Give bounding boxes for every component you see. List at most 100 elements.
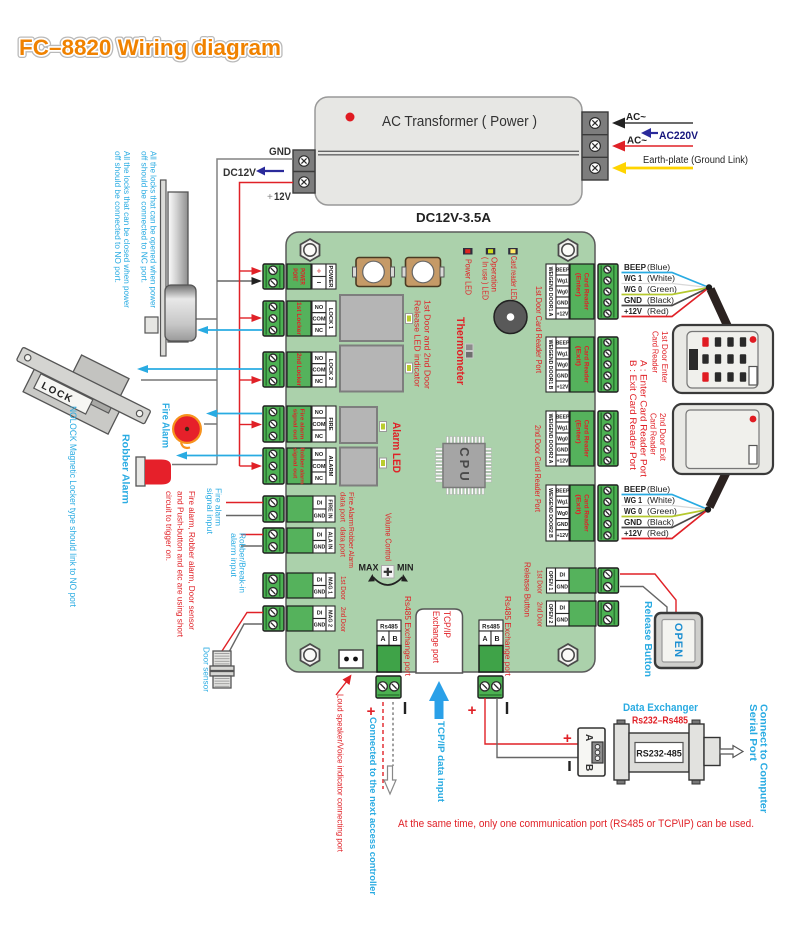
svg-text:POWERPORT: POWERPORT bbox=[291, 268, 305, 285]
svg-text:+: + bbox=[367, 703, 376, 720]
svg-text:B: B bbox=[392, 636, 397, 643]
svg-text:(Green): (Green) bbox=[647, 506, 677, 516]
svg-text:NC: NC bbox=[315, 328, 323, 334]
svg-text:DI: DI bbox=[317, 501, 323, 507]
svg-text:Release Button: Release Button bbox=[642, 601, 653, 677]
svg-text:WEIGEND DOOR1 A: WEIGEND DOOR1 A bbox=[547, 267, 553, 317]
svg-text:Door sensor: Door sensor bbox=[202, 647, 212, 692]
svg-text:Wg1: Wg1 bbox=[557, 278, 568, 284]
svg-text:1st Door: 1st Door bbox=[339, 576, 348, 600]
svg-text:FIRE IN: FIRE IN bbox=[327, 499, 333, 518]
svg-text:Fire Alarmdata port: Fire Alarmdata port bbox=[339, 492, 356, 526]
svg-text:1st Door EnterCard Reader: 1st Door EnterCard Reader bbox=[651, 331, 671, 383]
svg-text:NO: NO bbox=[315, 410, 324, 416]
svg-text:Fire alarm, Robber alarm, Door: Fire alarm, Robber alarm, Door sensorand… bbox=[164, 491, 197, 638]
svg-text:WG 0: WG 0 bbox=[624, 506, 642, 516]
svg-text:WEIGEND DOOR1 B: WEIGEND DOOR1 B bbox=[547, 340, 553, 390]
svg-text:TCP/IP data input: TCP/IP data input bbox=[435, 721, 446, 803]
svg-text:CPU: CPU bbox=[457, 447, 472, 483]
svg-text:TCP/IPExchange port: TCP/IPExchange port bbox=[431, 611, 452, 664]
svg-text:WG 1: WG 1 bbox=[624, 495, 642, 505]
svg-text:WEIGEND DOOR2 A: WEIGEND DOOR2 A bbox=[547, 414, 553, 464]
svg-text:GND: GND bbox=[556, 618, 568, 624]
svg-text:Power LED: Power LED bbox=[464, 259, 473, 295]
svg-text:(Black): (Black) bbox=[647, 295, 674, 305]
svg-text:DC12V: DC12V bbox=[223, 167, 257, 179]
svg-text:NC: NC bbox=[315, 379, 323, 385]
svg-text:COM: COM bbox=[312, 464, 325, 470]
svg-text:(Blue): (Blue) bbox=[647, 262, 670, 272]
svg-text:+: + bbox=[468, 702, 477, 719]
svg-text:LOCK 2: LOCK 2 bbox=[327, 359, 333, 380]
svg-text:+12V: +12V bbox=[624, 528, 642, 538]
svg-text:RS232-485: RS232-485 bbox=[636, 749, 682, 759]
svg-text:DI: DI bbox=[317, 610, 323, 616]
svg-text:GND: GND bbox=[557, 373, 569, 379]
svg-text:NO: NO bbox=[315, 452, 324, 458]
svg-text:Robber alarmsignal out: Robber alarmsignal out bbox=[291, 448, 304, 485]
svg-text:–: – bbox=[317, 278, 322, 287]
svg-text:GND: GND bbox=[624, 295, 642, 305]
svg-text:Robber Alarm: Robber Alarm bbox=[120, 434, 132, 504]
svg-text:WG 0: WG 0 bbox=[624, 284, 642, 294]
svg-text:MAG 1: MAG 1 bbox=[327, 577, 333, 594]
svg-text:FC–8820 Wiring diagram: FC–8820 Wiring diagram bbox=[19, 35, 281, 60]
svg-text:COM: COM bbox=[312, 422, 325, 428]
svg-text:OPEN 2: OPEN 2 bbox=[547, 604, 553, 624]
svg-text:B: B bbox=[494, 636, 499, 643]
svg-text:NC: NC bbox=[315, 476, 323, 482]
svg-text:NO: NO bbox=[315, 305, 324, 311]
svg-text:(White): (White) bbox=[647, 273, 675, 283]
svg-text:GND: GND bbox=[557, 522, 569, 528]
svg-text:Wg1: Wg1 bbox=[557, 351, 568, 357]
svg-text:+: + bbox=[563, 730, 572, 747]
svg-text:+12V: +12V bbox=[557, 533, 569, 539]
svg-text:ALA IN: ALA IN bbox=[327, 532, 333, 550]
svg-text:Card Reader(Exit): Card Reader(Exit) bbox=[574, 346, 589, 384]
svg-text:2nd Door ExitCard Reader: 2nd Door ExitCard Reader bbox=[649, 413, 669, 462]
svg-text:AC Transformer ( Power ): AC Transformer ( Power ) bbox=[382, 113, 537, 130]
svg-text:1st Locker: 1st Locker bbox=[295, 302, 301, 336]
svg-text:Loud speaker/Voice indicator c: Loud speaker/Voice indicator connecting … bbox=[336, 694, 346, 853]
svg-text:POWER: POWER bbox=[327, 266, 333, 289]
svg-text:2nd Door: 2nd Door bbox=[536, 602, 545, 627]
svg-text:Card Reader(Exit): Card Reader(Exit) bbox=[574, 494, 589, 532]
svg-text:A : Enter Card Reader PortB :: A : Enter Card Reader PortB : Exit Card … bbox=[627, 360, 649, 477]
svg-text:At the same time, only one com: At the same time, only one communication… bbox=[398, 818, 754, 830]
svg-text:WG 1: WG 1 bbox=[624, 273, 642, 283]
svg-text:Card reader LED: Card reader LED bbox=[509, 256, 518, 300]
svg-text:A: A bbox=[482, 636, 487, 643]
svg-text:AC~: AC~ bbox=[627, 136, 647, 147]
svg-text:2nd Door Card Reader Port: 2nd Door Card Reader Port bbox=[533, 425, 542, 513]
svg-text:ALARM: ALARM bbox=[327, 456, 333, 477]
svg-text:Connect to ComputerSerial Port: Connect to ComputerSerial Port bbox=[747, 704, 769, 813]
svg-text:Robber/Break-inalarm input: Robber/Break-inalarm input bbox=[229, 533, 248, 593]
svg-text:B: B bbox=[583, 764, 594, 771]
svg-text:12V: 12V bbox=[274, 191, 292, 203]
svg-text:Rs485 Exchange port: Rs485 Exchange port bbox=[503, 596, 513, 677]
svg-text:Operation( In use ) LED: Operation( In use ) LED bbox=[481, 257, 499, 300]
svg-text:Rs232–Rs485: Rs232–Rs485 bbox=[632, 716, 688, 727]
svg-text:FC–8820 Wiring diagram: FC–8820 Wiring diagram bbox=[19, 35, 281, 60]
svg-text:OPEN 1: OPEN 1 bbox=[547, 571, 553, 591]
svg-text:Robber Alarmdata port: Robber Alarmdata port bbox=[339, 527, 356, 568]
svg-text:GND: GND bbox=[269, 146, 291, 158]
svg-text:Card Reader(Enter): Card Reader(Enter) bbox=[574, 273, 589, 311]
svg-text:MIN: MIN bbox=[397, 563, 414, 573]
svg-text:Alarm LED: Alarm LED bbox=[390, 422, 402, 473]
svg-text:DI: DI bbox=[559, 605, 565, 611]
svg-text:BEEP: BEEP bbox=[556, 340, 570, 346]
svg-text:OPEN: OPEN bbox=[672, 623, 684, 658]
svg-text:Wg0: Wg0 bbox=[557, 362, 568, 368]
svg-text:GND: GND bbox=[314, 623, 326, 629]
svg-text:Wg1: Wg1 bbox=[557, 425, 568, 431]
svg-text:Wg1: Wg1 bbox=[557, 500, 568, 506]
svg-text:GND: GND bbox=[624, 517, 642, 527]
svg-text:BEEP: BEEP bbox=[624, 262, 646, 272]
svg-text:(White): (White) bbox=[647, 495, 675, 505]
svg-text:Wg0: Wg0 bbox=[557, 289, 568, 295]
svg-text:+12V: +12V bbox=[557, 384, 569, 390]
svg-text:GND: GND bbox=[556, 585, 568, 591]
svg-text:+12V: +12V bbox=[557, 458, 569, 464]
svg-text:NC: NC bbox=[315, 434, 323, 440]
